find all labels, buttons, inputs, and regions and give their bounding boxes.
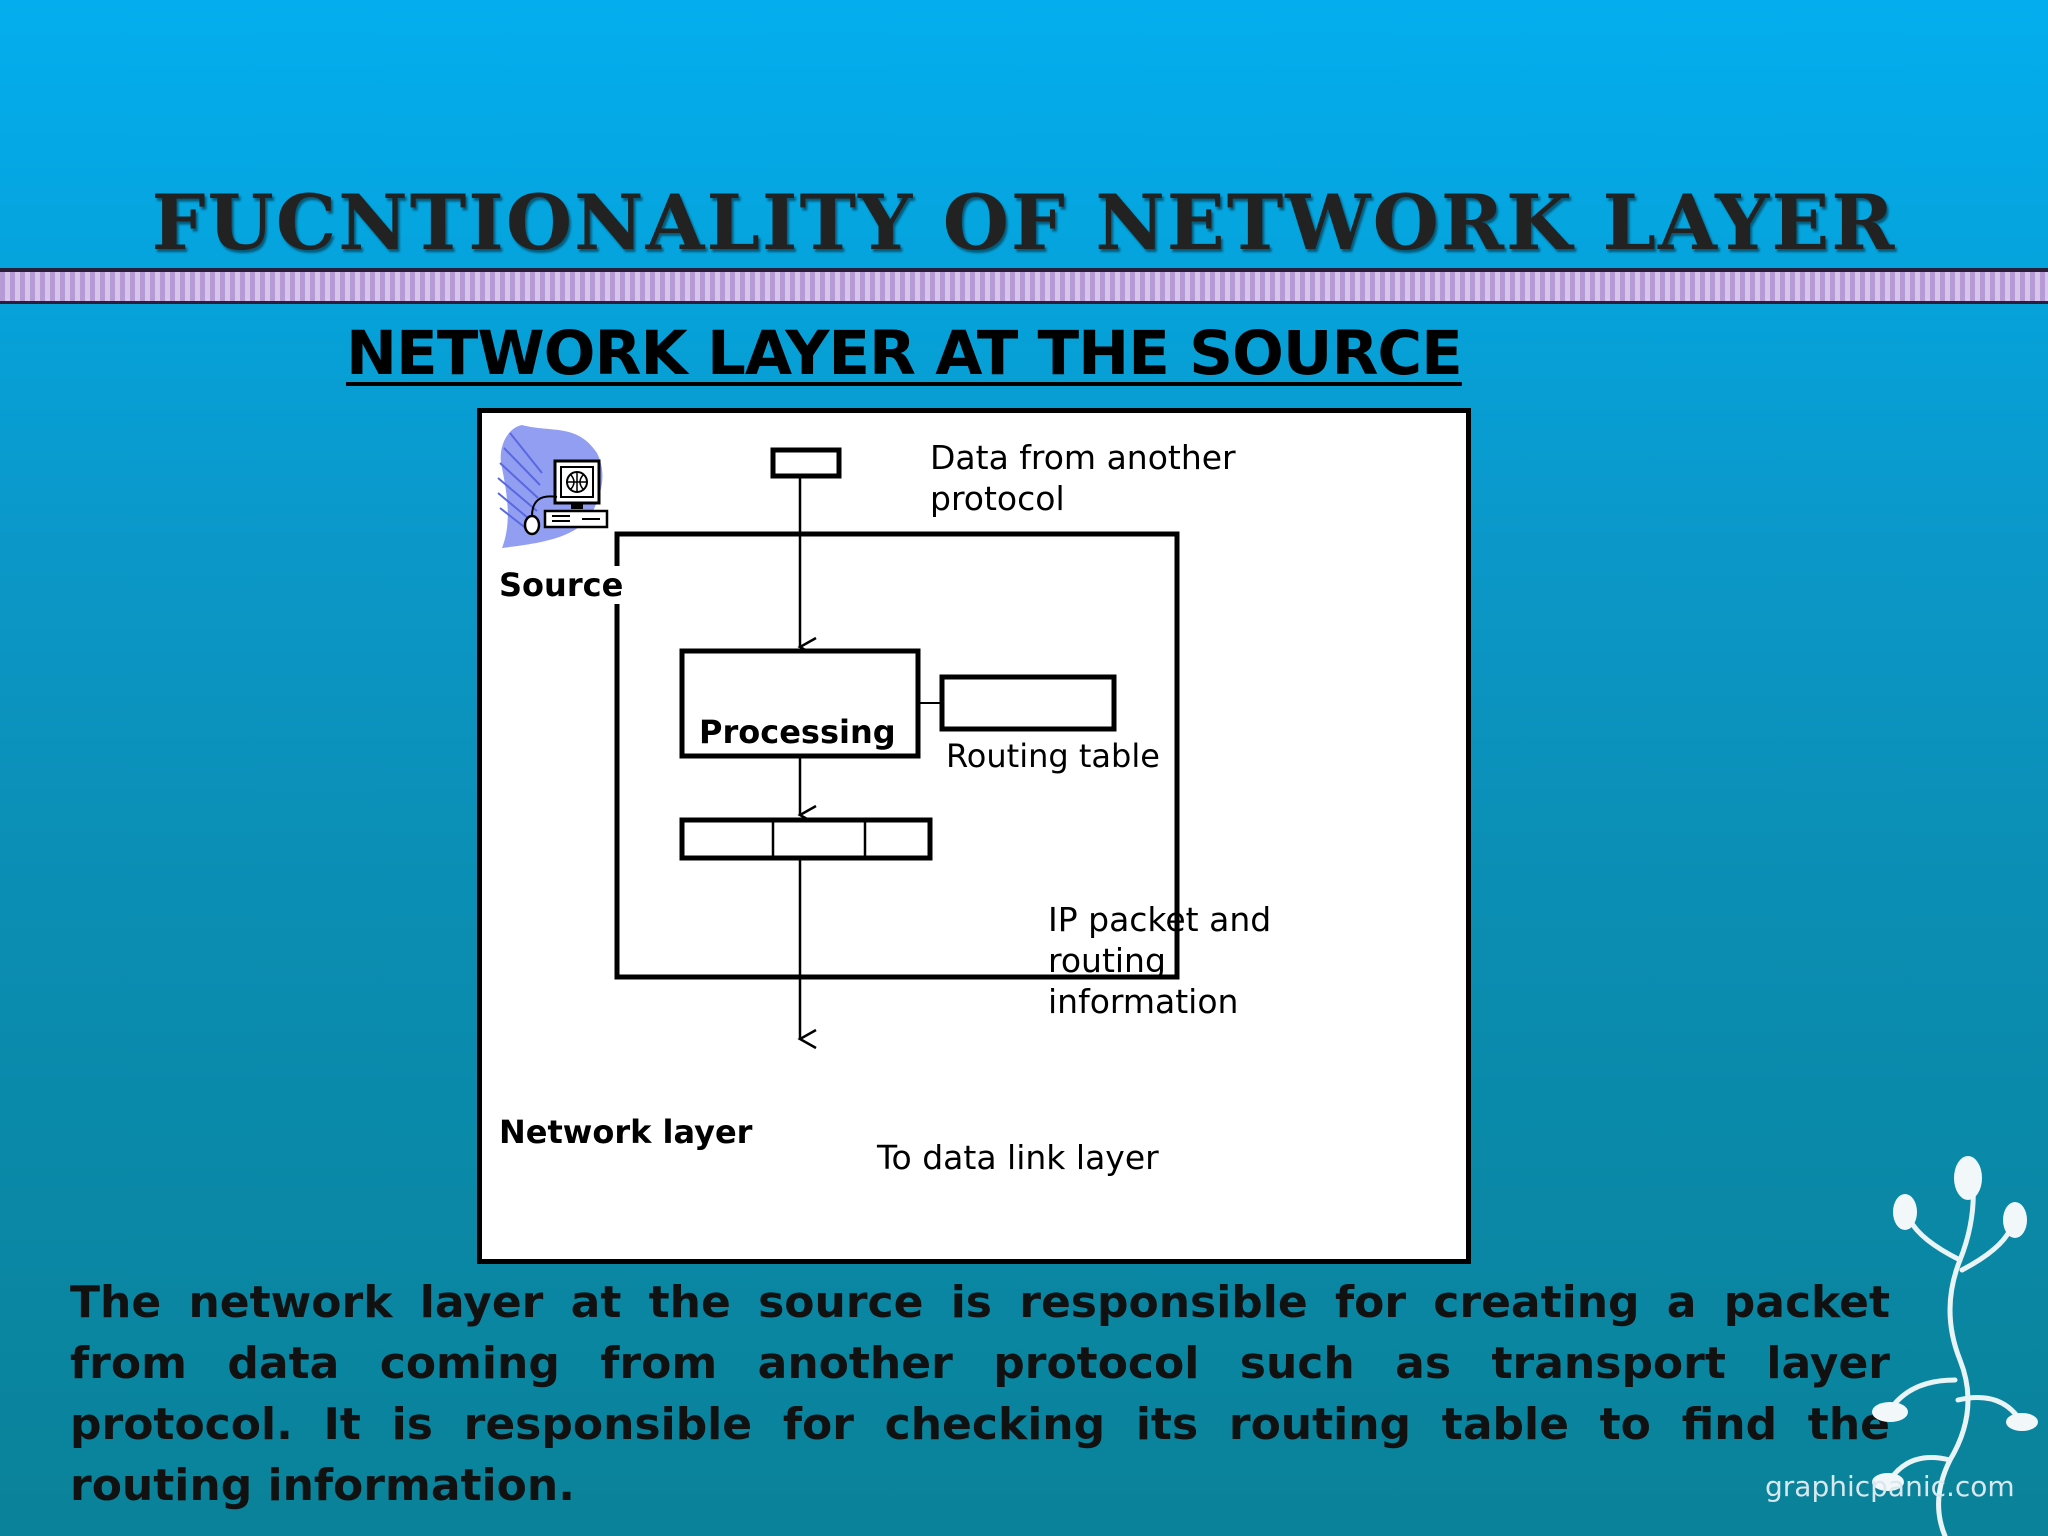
routing-table-box (939, 674, 1117, 732)
processing-label: Processing (699, 713, 896, 751)
source-label: Source (499, 566, 624, 604)
input-label-line2: protocol (930, 479, 1065, 518)
network-layer-label: Network layer (499, 1113, 753, 1151)
packet-label-line2: routing (1048, 941, 1166, 980)
input-data-box (770, 447, 842, 479)
computer-icon (497, 425, 609, 548)
processing-box (679, 648, 921, 759)
title-divider-stripe (0, 268, 2048, 304)
packet-label-line1: IP packet and (1048, 900, 1272, 939)
input-label: Data from another protocol (930, 437, 1236, 519)
input-label-line1: Data from another (930, 438, 1236, 477)
packet-label: IP packet and routing information (1048, 899, 1271, 1022)
diagram-panel: Source Data from another protocol Proces… (477, 408, 1471, 1264)
watermark: graphicpanic.com (1765, 1470, 2015, 1503)
ip-packet-box (679, 817, 933, 861)
section-heading: NETWORK LAYER AT THE SOURCE (346, 318, 1463, 389)
description-text: The network layer at the source is respo… (70, 1277, 1890, 1511)
output-label: To data link layer (877, 1138, 1159, 1177)
routing-table-label: Routing table (946, 737, 1160, 775)
diagram-canvas (497, 425, 1180, 1259)
floral-decoration (1872, 1156, 2038, 1536)
packet-label-line3: information (1048, 982, 1239, 1021)
slide-title: FUCNTIONALITY OF NETWORK LAYER (151, 178, 1897, 267)
